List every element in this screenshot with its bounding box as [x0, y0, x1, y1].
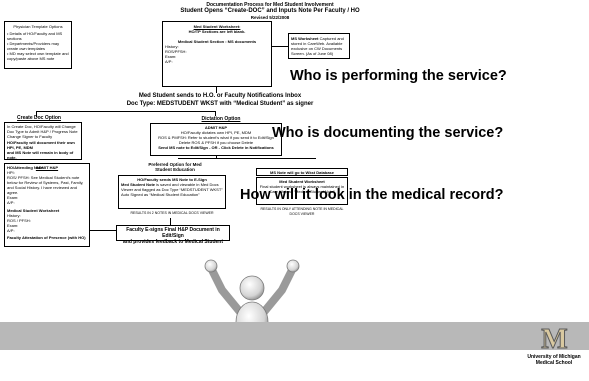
- preferred-text1: Med Student Note: [121, 182, 155, 187]
- preferred-text2: is saved and viewable in Med Docs Viewer…: [121, 182, 223, 192]
- diagram-title: Documentation Process for Med Student In…: [160, 2, 380, 21]
- preferred-result: RESULTS IN 2 NOTES IN MEDICAL DOCS VIEWE…: [130, 211, 214, 215]
- left-note-exam: Exam:: [7, 195, 19, 200]
- connector-to-final-2: [170, 218, 171, 226]
- worksheet-field-history: History:: [165, 44, 179, 49]
- left-note-ws-ap: A/P:: [7, 228, 15, 233]
- left-note-ws-ros: ROS / PFSH:: [7, 218, 31, 223]
- dictation-header: ADMIT H&P: [204, 125, 228, 130]
- physician-option-2: • Departments/Providers may create own t…: [7, 41, 60, 51]
- ms-not-go-box-title: Med Student Worksheet: [279, 179, 325, 184]
- dictation-drop: [216, 156, 217, 159]
- dictation-text3: Delete ROS & PFSH if you choose Delete: [178, 140, 254, 145]
- worksheet-field-exam: Exam:: [165, 54, 177, 59]
- create-doc-title: Create Doc Option: [17, 115, 61, 121]
- left-note-header: HO/Attending Note: [7, 165, 43, 170]
- left-note-box: HO/Attending Note ADMIT H&P HPI: ROS/ PF…: [4, 163, 90, 247]
- preferred-text3: Auto Signed as “Medical Student Educatio…: [121, 192, 200, 197]
- dictation-title: Dictation Option: [201, 116, 241, 122]
- left-note-ap: A/P:: [7, 200, 15, 205]
- left-note-ros: ROS/ PFSH: See Medical Student’s note be…: [7, 175, 84, 195]
- question-medical-record: How will it look in the medical record?: [240, 187, 504, 203]
- branch-left-drop: [36, 111, 37, 117]
- branch-line: [36, 111, 216, 112]
- physician-options-title: Physician Template Options: [13, 24, 63, 29]
- doc-type: Doc Type: MEDSTUDENT WKST with “Medical …: [126, 101, 314, 107]
- sends-note: Med Student sends to H.O. or Faculty Not…: [138, 93, 302, 99]
- worksheet-top-box: Med Student Worksheet: HO/TP Sections ar…: [162, 21, 272, 87]
- create-doc-box: In Create Doc, HO/Faculty will Change Do…: [4, 122, 82, 160]
- final-box: Faculty E-signs Final H&P Document in Ed…: [116, 225, 230, 245]
- final-box-line2: and provides feedback to Medical Student: [122, 239, 224, 245]
- ms-worksheet-right-text: Captured and stored in CareWeb. Availabl…: [291, 36, 344, 56]
- physician-options-box: Physician Template Options • Details of …: [4, 21, 72, 69]
- ms-not-go-title: MS Note will go to Wkst Database: [269, 170, 334, 175]
- title-line2: Student Opens “Create-DOC” and Inputs No…: [180, 8, 360, 14]
- logo-line1: University of Michigan: [527, 354, 581, 360]
- worksheet-field-ros: ROS/PFSH:: [165, 49, 187, 54]
- left-note-ws-exam: Exam:: [7, 223, 19, 228]
- connector-top: [216, 87, 217, 93]
- preferred-box: HO/Faculty sends MS Note to E-Sign Med S…: [118, 175, 226, 209]
- worksheet-top-line1: HO/TP Sections are left blank.: [188, 29, 246, 34]
- create-doc-text3: and MS Note will remain in body of note.: [7, 150, 74, 160]
- worksheet-top-line2: Medical Student Section : MS documents: [177, 39, 257, 44]
- preferred-title: Preferred Option for Med Student Educati…: [148, 162, 202, 172]
- create-doc-text2: HO/Faculty will document their own HPI, …: [7, 140, 75, 150]
- ms-worksheet-right-box: MS Worksheet Captured and stored in Care…: [288, 33, 350, 59]
- logo-line2: Medical School: [535, 360, 573, 366]
- ms-not-go-result: RESULTS IN ONLY ATTENDING NOTE IN MEDICA…: [260, 207, 344, 216]
- ms-worksheet-right-title: MS Worksheet: [291, 36, 319, 41]
- ms-not-go-title-box: MS Note will go to Wkst Database: [256, 168, 348, 176]
- dictation-branch: [178, 158, 316, 159]
- left-note-worksheet-title: Medical Student Worksheet: [7, 208, 60, 213]
- left-note-hpi: HPI:: [7, 170, 15, 175]
- university-logo: M University of Michigan Medical School: [522, 324, 586, 380]
- worksheet-top-title: Med Student Worksheet:: [193, 24, 241, 29]
- question-documenting: Who is documenting the service?: [272, 125, 504, 141]
- title-line3: Revised 5/22/2008: [250, 15, 290, 20]
- branch-right-drop: [215, 111, 216, 116]
- final-box-line1: Faculty E-signs Final H&P Document in Ed…: [126, 227, 220, 239]
- ms-not-go-text: Final student worksheet is always mainta…: [259, 184, 345, 194]
- dictation-box: ADMIT H&P HO/Faculty dictates own HPI, P…: [150, 123, 282, 156]
- arrow-to-ms-worksheet: [272, 46, 288, 47]
- title-line1: Documentation Process for Med Student In…: [206, 2, 334, 8]
- footer-band: [0, 322, 589, 350]
- preferred-box-title: HO/Faculty sends MS Note to E-Sign: [137, 177, 207, 182]
- logo-block-m: M: [541, 324, 568, 355]
- left-note-attestation: Faculty Attestation of Presence (with HO…: [7, 235, 86, 240]
- dictation-text2: ROS & PMFSH: Refer to student’s what if …: [158, 135, 274, 140]
- create-doc-text: In Create Doc, HO/Faculty will Change Do…: [7, 124, 78, 139]
- left-note-header2: ADMIT H&P: [35, 165, 59, 170]
- connector-to-final-1: [90, 230, 116, 231]
- physician-option-3: • MD may select own template and copy/pa…: [7, 51, 69, 61]
- dictation-text1: HO/Faculty dictates own HPI, PE, MDM: [180, 130, 252, 135]
- physician-option-1: • Details of HO/Faculty and MS sections: [7, 31, 63, 41]
- dictation-text4: Send MS note to Edit/Sign - OR - Click D…: [158, 145, 274, 150]
- question-performing: Who is performing the service?: [290, 68, 507, 84]
- ms-not-go-box: Med Student Worksheet Final student work…: [256, 177, 348, 205]
- left-note-ws-history: History:: [7, 213, 21, 218]
- worksheet-field-ap: A/P:: [165, 59, 173, 64]
- footer-rule: [0, 350, 589, 381]
